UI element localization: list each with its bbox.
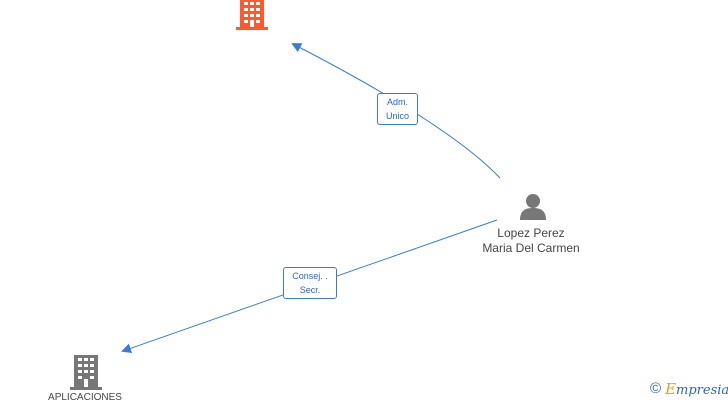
person-name[interactable]: Lopez Perez Maria Del Carmen	[482, 226, 580, 255]
person-icon[interactable]	[518, 191, 548, 221]
building-icon[interactable]	[70, 355, 102, 390]
brand-logo: Empresia	[665, 380, 728, 398]
company-name[interactable]: APLICACIONES	[48, 392, 122, 403]
building-icon[interactable]	[236, 0, 268, 30]
edge-label-consej-secr[interactable]: Consej. . Secr.	[283, 267, 337, 299]
copyright-icon: ©	[650, 380, 662, 397]
edge-adm-unico	[291, 43, 501, 179]
brand-watermark: © Empresia	[650, 380, 728, 398]
edge-label-adm-unico[interactable]: Adm. Unico	[377, 93, 418, 125]
